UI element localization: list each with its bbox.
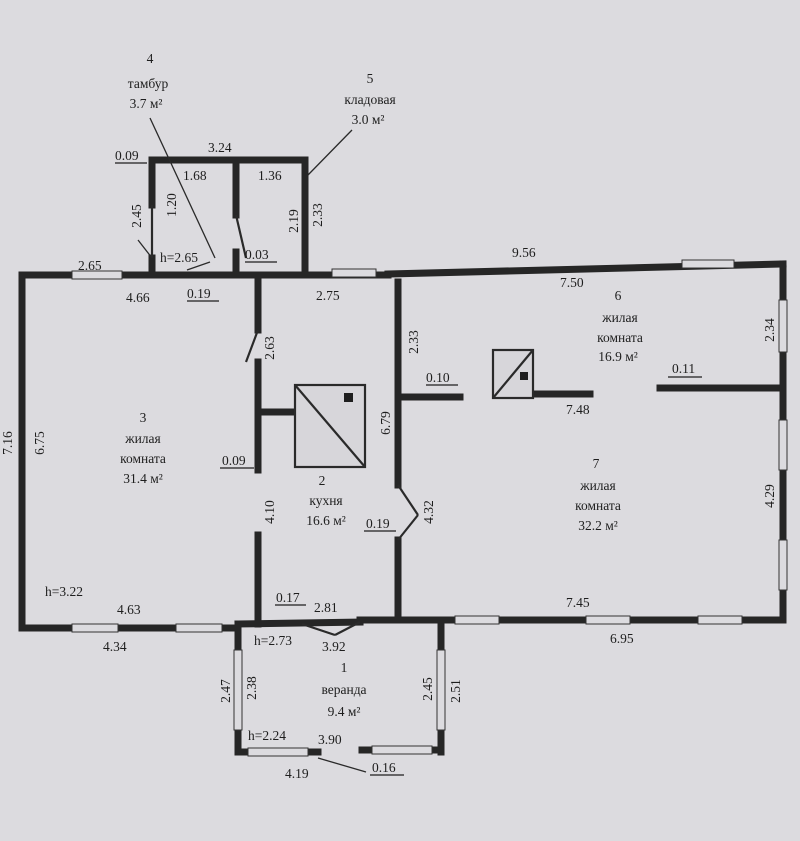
window [778, 419, 788, 471]
room-name: жилая [579, 478, 616, 493]
dimension-label: 0.17 [276, 590, 300, 605]
dimension-label: 7.45 [566, 595, 590, 610]
dimension-label: 4.29 [762, 484, 777, 508]
room-area: 16.9 м² [598, 349, 638, 364]
dimension-label: 0.19 [366, 516, 390, 531]
room-number: 1 [341, 660, 348, 675]
dimension-label: 4.63 [117, 602, 141, 617]
room-area: 3.7 м² [130, 96, 163, 111]
dimension-label: 7.16 [0, 431, 15, 455]
window [331, 268, 377, 278]
window [371, 745, 433, 755]
dimension-label: 4.10 [262, 500, 277, 524]
room-name: комната [575, 498, 621, 513]
doors [150, 205, 419, 637]
stove-room6 [491, 348, 535, 400]
room-name: веранда [321, 682, 366, 697]
dimension-label: 0.10 [426, 370, 450, 385]
dimension-label: 1.68 [183, 168, 207, 183]
dimensions-horizontal: 0.09 3.24 1.68 1.36 0.03 2.65 4.66 0.19 … [78, 140, 702, 781]
room-area: 16.6 м² [306, 513, 346, 528]
room-number: 2 [319, 473, 326, 488]
dimension-label: 0.09 [222, 453, 246, 468]
dimension-label: 1.20 [164, 193, 179, 217]
height-room3: h=3.22 [45, 584, 83, 599]
height-marks: h=3.22 h=2.65 h=2.73 h=2.24 [45, 250, 292, 743]
dimension-label: 0.03 [245, 247, 269, 262]
dimension-label: 7.50 [560, 275, 584, 290]
dimension-label: 6.75 [32, 431, 47, 455]
dimension-label: 2.75 [316, 288, 340, 303]
dimension-label: 2.34 [762, 318, 777, 342]
dimension-label: 7.48 [566, 402, 590, 417]
stove-kitchen [293, 383, 367, 469]
room-number: 7 [593, 456, 600, 471]
dimension-label: 2.33 [406, 330, 421, 354]
room-area: 3.0 м² [352, 112, 385, 127]
room-name: тамбур [128, 76, 169, 91]
height-veranda: h=2.24 [248, 728, 286, 743]
dimension-label: 6.95 [610, 631, 634, 646]
windows [71, 259, 788, 757]
window [778, 539, 788, 591]
dimensions-vertical: 2.45 1.20 2.19 2.33 2.34 7.16 6.75 2.63 … [0, 193, 777, 703]
room-number: 6 [615, 288, 622, 303]
height-tambur: h=2.65 [160, 250, 198, 265]
leader-lines [137, 117, 353, 271]
dimension-label: 4.34 [103, 639, 127, 654]
dimension-label: 2.47 [218, 679, 233, 703]
dimension-label: 3.24 [208, 140, 232, 155]
dimension-label: 1.36 [258, 168, 282, 183]
tambur-walls [148, 156, 309, 279]
room-name: жилая [124, 431, 161, 446]
dimension-label: 2.65 [78, 258, 102, 273]
room-name: комната [120, 451, 166, 466]
dimension-label: 2.63 [262, 336, 277, 360]
window [697, 615, 743, 625]
height-veranda-entry: h=2.73 [254, 633, 292, 648]
window [233, 649, 243, 731]
dimension-label: 2.19 [286, 209, 301, 233]
room-area: 9.4 м² [328, 704, 361, 719]
room-name: кладовая [344, 92, 395, 107]
window [778, 299, 788, 353]
window [585, 615, 631, 625]
window [454, 615, 500, 625]
room-number: 4 [147, 51, 154, 66]
window [247, 747, 309, 757]
room-name: комната [597, 330, 643, 345]
dimension-label: 2.51 [448, 679, 463, 703]
dimension-label: 4.19 [285, 766, 309, 781]
dimension-label: 4.32 [421, 500, 436, 524]
room-name: кухня [309, 493, 342, 508]
window [71, 623, 119, 633]
dimension-label: 4.66 [126, 290, 150, 305]
dimension-label: 2.81 [314, 600, 338, 615]
room-number: 5 [367, 71, 374, 86]
dimension-label: 0.16 [372, 760, 396, 775]
dimension-label: 0.11 [672, 361, 695, 376]
room-area: 32.2 м² [578, 518, 618, 533]
room-area: 31.4 м² [123, 471, 163, 486]
window [71, 270, 123, 280]
dimension-label: 0.19 [187, 286, 211, 301]
room-labels: 4 тамбур 3.7 м² 5 кладовая 3.0 м² 6 жила… [120, 51, 643, 719]
dimension-label: 2.38 [244, 676, 259, 700]
dimension-label: 3.90 [318, 732, 342, 747]
room-name: жилая [601, 310, 638, 325]
window [681, 259, 735, 269]
dimension-label: 9.56 [512, 245, 536, 260]
dimension-label: 3.92 [322, 639, 346, 654]
window [436, 649, 446, 731]
interior-walls [254, 271, 787, 628]
dimension-label: 2.45 [420, 677, 435, 701]
room-number: 3 [140, 410, 147, 425]
dimension-label: 6.79 [378, 411, 393, 435]
window [175, 623, 223, 633]
dimension-label: 2.33 [310, 203, 325, 227]
dimension-label: 2.45 [129, 204, 144, 228]
dimension-label: 0.09 [115, 148, 139, 163]
